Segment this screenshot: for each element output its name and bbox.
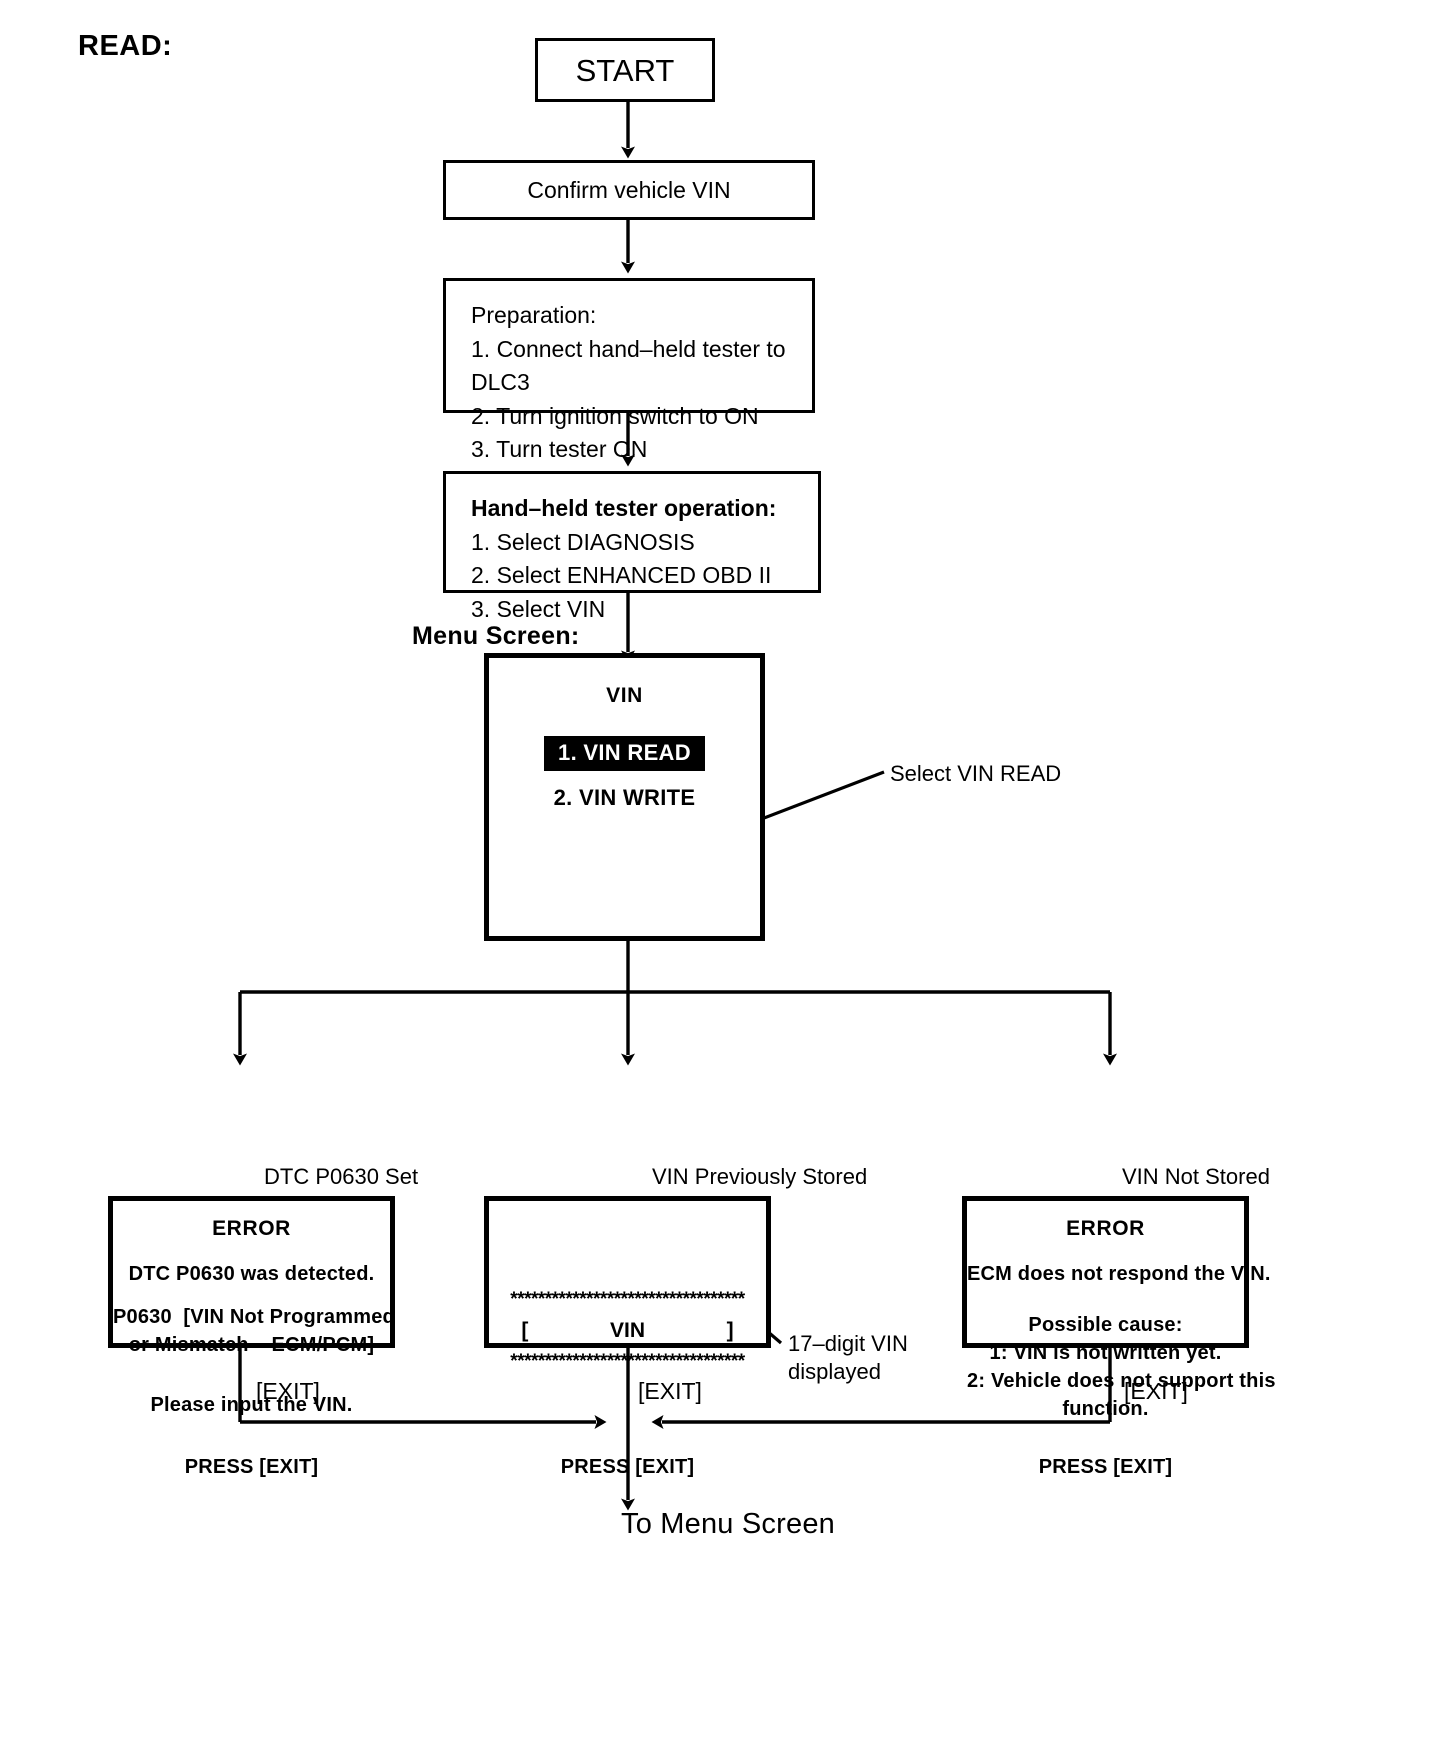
menu-screen-label: Menu Screen: (412, 622, 580, 650)
tester-operation-step-3: 3. Select VIN (471, 595, 606, 622)
vin-not-stored-line-4: 2: Vehicle does not support this (967, 1370, 1276, 1392)
menu-item-vin-read[interactable]: 1. VIN READ (544, 736, 705, 771)
dtc-set-line-2: P0630 [VIN Not Programmed (113, 1306, 395, 1328)
confirm-vin-box: Confirm vehicle VIN (443, 160, 815, 220)
to-menu-screen-label: To Menu Screen (621, 1508, 835, 1540)
exit-label-middle: [EXIT] (638, 1378, 702, 1404)
preparation-step-3: 3. Turn tester ON (471, 436, 648, 463)
dtc-set-line-1: DTC P0630 was detected. (128, 1263, 375, 1285)
branch-label-vin-not-stored: VIN Not Stored (1122, 1164, 1270, 1189)
menu-screen-item-vin-read-wrap[interactable]: 1. VIN READ (489, 736, 760, 771)
vin-not-stored-line-2: Possible cause: (1028, 1314, 1183, 1336)
vin-stored-stars-top: ********************************** (510, 1289, 745, 1310)
exit-label-left: [EXIT] (256, 1378, 320, 1404)
vin-not-stored-line-1: ECM does not respond the VIN. (967, 1263, 1271, 1285)
preparation-header: Preparation: (471, 302, 597, 328)
dtc-set-title: ERROR (212, 1217, 291, 1240)
tester-operation-step-2: 2. Select ENHANCED OBD II (471, 562, 772, 589)
confirm-vin-label: Confirm vehicle VIN (527, 176, 731, 203)
vin-stored-footer: PRESS [EXIT] (560, 1456, 695, 1478)
dtc-set-line-4: Please input the VIN. (150, 1394, 353, 1416)
result-screen-vin-stored: ********************************** [ VIN… (484, 1196, 771, 1478)
result-screen-dtc-set: ERROR DTC P0630 was detected. P0630 [VIN… (108, 1196, 395, 1478)
vin-stored-stars-bottom: ********************************** (510, 1351, 745, 1372)
preparation-step-2: 2. Turn ignition switch to ON (471, 402, 759, 429)
vin-not-stored-footer: PRESS [EXIT] (1038, 1456, 1173, 1478)
menu-item-vin-write[interactable]: 2. VIN WRITE (553, 785, 696, 810)
callout-select-vin-read: Select VIN READ (890, 761, 1062, 786)
branch-label-dtc-set: DTC P0630 Set (264, 1164, 419, 1189)
exit-label-right: [EXIT] (1124, 1378, 1188, 1404)
menu-screen-box: VIN 1. VIN READ 2. VIN WRITE (484, 653, 765, 941)
vin-not-stored-line-5: function. (1062, 1398, 1149, 1420)
callout-vin-displayed-line-2: displayed (788, 1359, 881, 1385)
preparation-list: Preparation: 1. Connect hand–held tester… (446, 281, 812, 467)
menu-screen-item-vin-write-wrap[interactable]: 2. VIN WRITE (489, 785, 760, 811)
page-title: READ: (78, 30, 173, 62)
tester-operation-box: Hand–held tester operation: 1. Select DI… (443, 471, 821, 622)
menu-screen-title: VIN (606, 684, 643, 707)
result-screen-vin-not-stored: ERROR ECM does not respond the VIN. Poss… (962, 1196, 1275, 1478)
tester-operation-header: Hand–held tester operation: (471, 495, 777, 521)
preparation-box: Preparation: 1. Connect hand–held tester… (443, 278, 815, 462)
branch-label-vin-stored: VIN Previously Stored (652, 1164, 868, 1189)
vin-stored-vin-row: [ VIN ] (521, 1319, 734, 1342)
start-box-label: START (575, 52, 675, 88)
dtc-set-footer: PRESS [EXIT] (184, 1456, 319, 1478)
vin-not-stored-line-3: 1: VIN is not written yet. (989, 1342, 1222, 1364)
callout-vin-displayed-line-1: 17–digit VIN (788, 1331, 908, 1356)
start-box: START (535, 38, 715, 102)
dtc-set-line-3: or Mismatch – ECM/PCM] (128, 1334, 375, 1356)
vin-not-stored-title: ERROR (1066, 1217, 1145, 1240)
tester-operation-list: Hand–held tester operation: 1. Select DI… (446, 474, 818, 626)
preparation-step-1: 1. Connect hand–held tester to DLC3 (471, 335, 786, 396)
callout-vin-displayed: 17–digit VIN displayed (788, 1330, 908, 1386)
tester-operation-step-1: 1. Select DIAGNOSIS (471, 528, 695, 555)
